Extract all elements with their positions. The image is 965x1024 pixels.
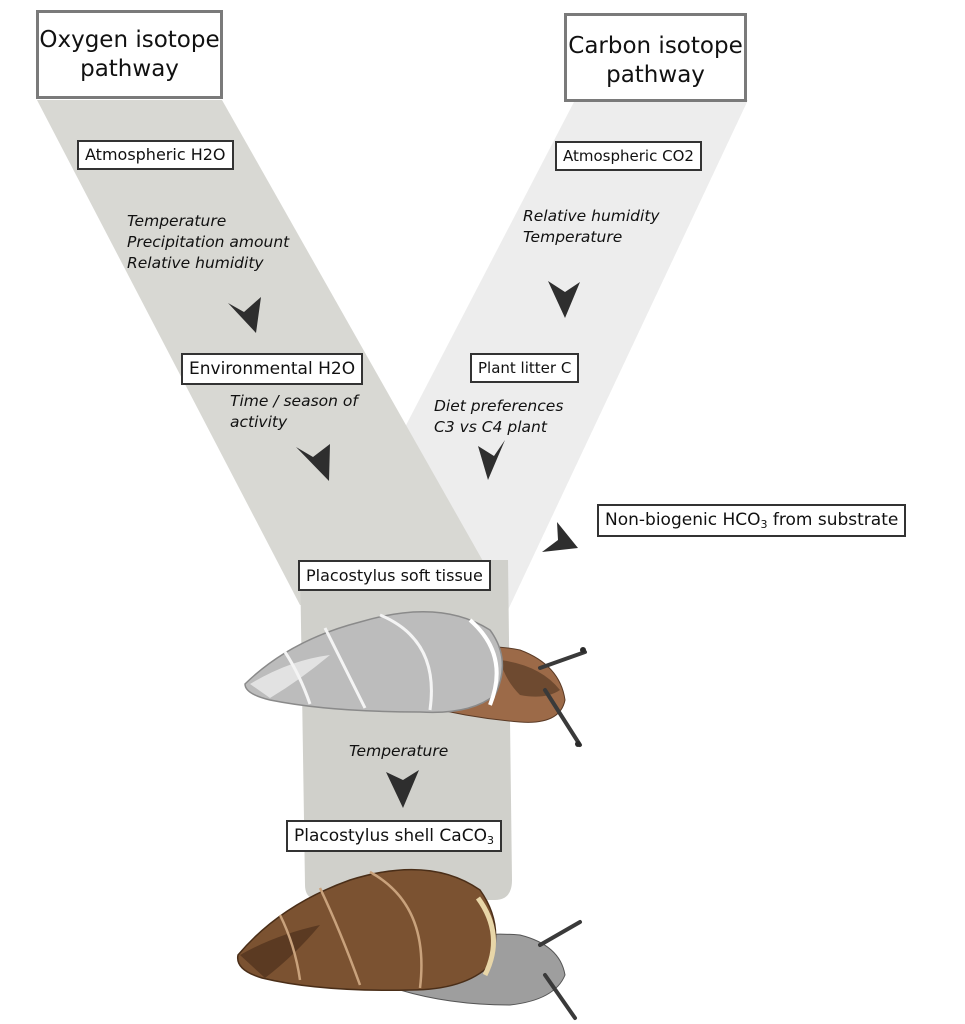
factor-season: Time / season of bbox=[230, 392, 358, 410]
carbon-title-line1: Carbon isotope bbox=[568, 33, 743, 59]
factor-precipitation: Precipitation amount bbox=[127, 233, 290, 251]
non-biogenic-text: Non-biogenic HCO bbox=[605, 510, 761, 530]
carbon-title-line2: pathway bbox=[606, 62, 705, 88]
oxygen-title-line2: pathway bbox=[80, 56, 179, 82]
factor-humidity: Relative humidity bbox=[127, 254, 264, 272]
environmental-h2o-post: O bbox=[341, 359, 356, 379]
oxygen-env-factors: Time / season of activity bbox=[230, 391, 358, 433]
factor-temperature: Temperature bbox=[127, 212, 227, 230]
shell-text: Placostylus shell CaCO bbox=[294, 826, 487, 846]
carbon-pathway-title: Carbon isotope pathway bbox=[564, 13, 747, 102]
arrowhead-carbon-diet bbox=[478, 440, 505, 480]
non-biogenic-sub: 3 bbox=[760, 518, 768, 531]
factor-diet: Diet preferences bbox=[434, 397, 564, 415]
carbon-diet-factors: Diet preferences C3 vs C4 plant bbox=[434, 396, 563, 438]
carbon-atm-factors: Relative humidity Temperature bbox=[523, 206, 660, 248]
snail-shell-image bbox=[236, 868, 582, 1020]
snail-soft-tissue-image bbox=[244, 610, 587, 747]
soft-tissue-text: Placostylus soft tissue bbox=[306, 566, 483, 585]
shell-node: Placostylus shell CaCO3 bbox=[286, 820, 502, 852]
non-biogenic-node: Non-biogenic HCO3 from substrate bbox=[597, 504, 907, 537]
shell-sub: 3 bbox=[486, 834, 494, 847]
tissue-to-shell-factor: Temperature bbox=[349, 741, 448, 762]
oxygen-pathway-title: Oxygen isotope pathway bbox=[36, 10, 223, 99]
environmental-h2o-sub: 2 bbox=[330, 359, 342, 379]
non-biogenic-post: from substrate bbox=[767, 510, 899, 530]
plant-litter-text: Plant litter C bbox=[478, 359, 572, 377]
arrowhead-carbon-atm bbox=[548, 281, 580, 318]
plant-litter-node: Plant litter C bbox=[470, 353, 580, 383]
factor-temperature-shell: Temperature bbox=[349, 742, 449, 760]
environmental-h2o-node: Environmental H2O bbox=[181, 353, 364, 385]
factor-activity: activity bbox=[230, 413, 288, 431]
factor-temperature-carbon: Temperature bbox=[523, 228, 623, 246]
atmospheric-co2-node: Atmospheric CO2 bbox=[555, 141, 702, 171]
arrowhead-tissue-to-shell bbox=[386, 770, 419, 808]
soft-tissue-node: Placostylus soft tissue bbox=[298, 560, 491, 591]
atmospheric-h2o-sub: 2 bbox=[202, 145, 213, 164]
atmospheric-h2o-post: O bbox=[212, 145, 226, 164]
atmospheric-h2o-node: Atmospheric H2O bbox=[77, 140, 234, 170]
arrowhead-non-biogenic bbox=[542, 522, 578, 552]
oxygen-atm-factors: Temperature Precipitation amount Relativ… bbox=[127, 211, 289, 274]
arrowhead-oxygen-atm bbox=[228, 297, 261, 333]
oxygen-title-line1: Oxygen isotope bbox=[39, 27, 220, 53]
factor-c3-c4: C3 vs C4 plant bbox=[434, 418, 547, 436]
factor-humidity-carbon: Relative humidity bbox=[523, 207, 660, 225]
environmental-h2o-text: Environmental H bbox=[189, 359, 331, 379]
oxygen-pathway-band bbox=[37, 100, 505, 605]
atmospheric-h2o-text: Atmospheric H bbox=[85, 145, 203, 164]
arrowhead-oxygen-env bbox=[296, 444, 330, 481]
atmospheric-co2-text: Atmospheric CO2 bbox=[563, 147, 694, 165]
